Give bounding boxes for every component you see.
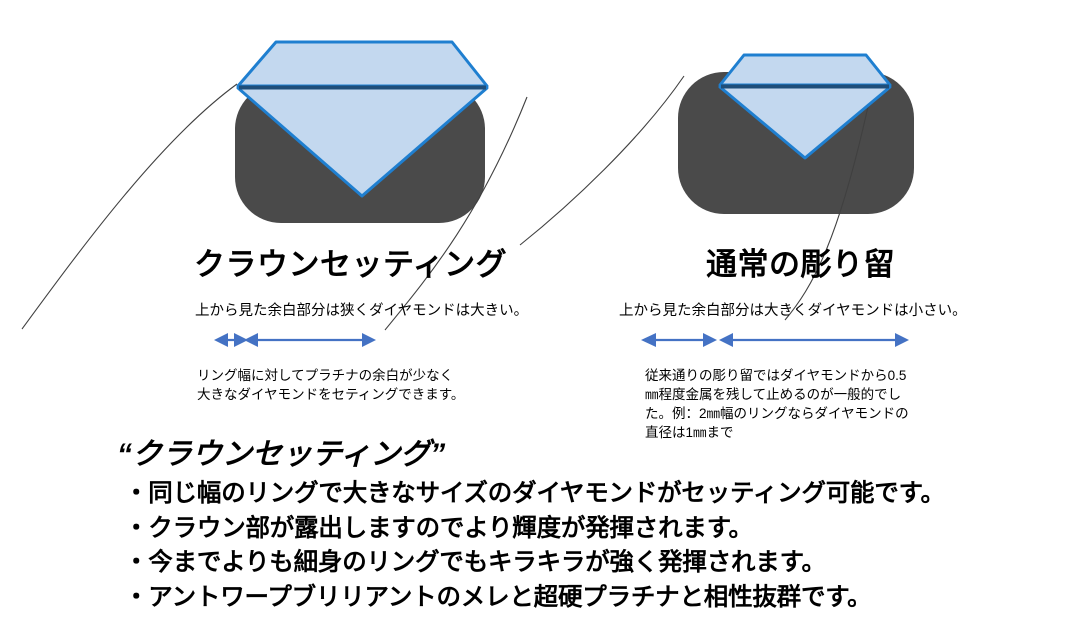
summary-bullet-item-4: ・アントワープブリリアントのメレと超硬プラチナと相性抜群です。: [124, 583, 872, 611]
summary-headline: “クラウンセッティング”: [117, 438, 446, 471]
right-panel-note-line-4: 直径は1㎜まで: [645, 425, 734, 441]
right-panel-note-line-1: 従来通りの彫り留ではダイヤモンドから0.5: [645, 368, 907, 383]
left-panel-note: リング幅に対してプラチナの余白が少なく 大きなダイヤモンドをセティングできます。: [197, 366, 464, 404]
right-diamond-crown: [718, 53, 892, 87]
right-panel-note: 従来通りの彫り留ではダイヤモンドから0.5 ㎜程度金属を残して止めるのが一般的で…: [645, 366, 997, 443]
right-panel-note-line-2: ㎜程度金属を残して止めるのが一般的でし: [645, 387, 902, 403]
left-narrow-margin-arrow: [214, 333, 248, 347]
left-panel-caption: 上から見た余白部分は狭くダイヤモンドは大きい。: [195, 303, 529, 319]
left-diamond-pavilion: [236, 86, 489, 198]
right-diamond-width-arrow: [719, 333, 909, 347]
left-panel-note-line-2: 大きなダイヤモンドをセティングできます。: [197, 387, 465, 403]
left-panel-title: クラウンセッティング: [194, 247, 508, 282]
left-leader-line-inner: [384, 96, 528, 331]
right-panel-caption: 上から見た余白部分は大きくダイヤモンドは小さい。: [619, 303, 967, 319]
summary-bullet-item-3: ・今までよりも細身のリングでもキラキラが強く発揮されます。: [124, 549, 826, 576]
left-ring-band: [235, 83, 485, 223]
left-diamond-crown: [236, 40, 489, 88]
right-leader-line-inner: [784, 87, 873, 321]
left-panel-note-line-1: リング幅に対してプラチナの余白が少なく: [197, 368, 454, 383]
right-wide-margin-arrow: [641, 333, 717, 347]
summary-bullet-item-2: ・クラウン部が露出しますのでより輝度が発揮されます。: [124, 514, 753, 542]
summary-bullet-list: ・同じ幅のリングで大きなサイズのダイヤモンドがセッティング可能です。 ・クラウン…: [124, 480, 945, 611]
left-leader-line-outer: [21, 83, 238, 330]
right-diamond-pavilion: [718, 85, 892, 160]
summary-bullet-item-1: ・同じ幅のリングで大きなサイズのダイヤモンドがセッティング可能です。: [124, 480, 945, 507]
left-diamond-width-arrow: [244, 333, 376, 347]
right-panel-note-line-3: た。例：2㎜幅のリングならダイヤモンドの: [645, 406, 909, 422]
right-panel-title: 通常の彫り留: [706, 247, 895, 282]
right-leader-line-outer: [519, 75, 685, 246]
right-ring-band: [678, 72, 914, 214]
